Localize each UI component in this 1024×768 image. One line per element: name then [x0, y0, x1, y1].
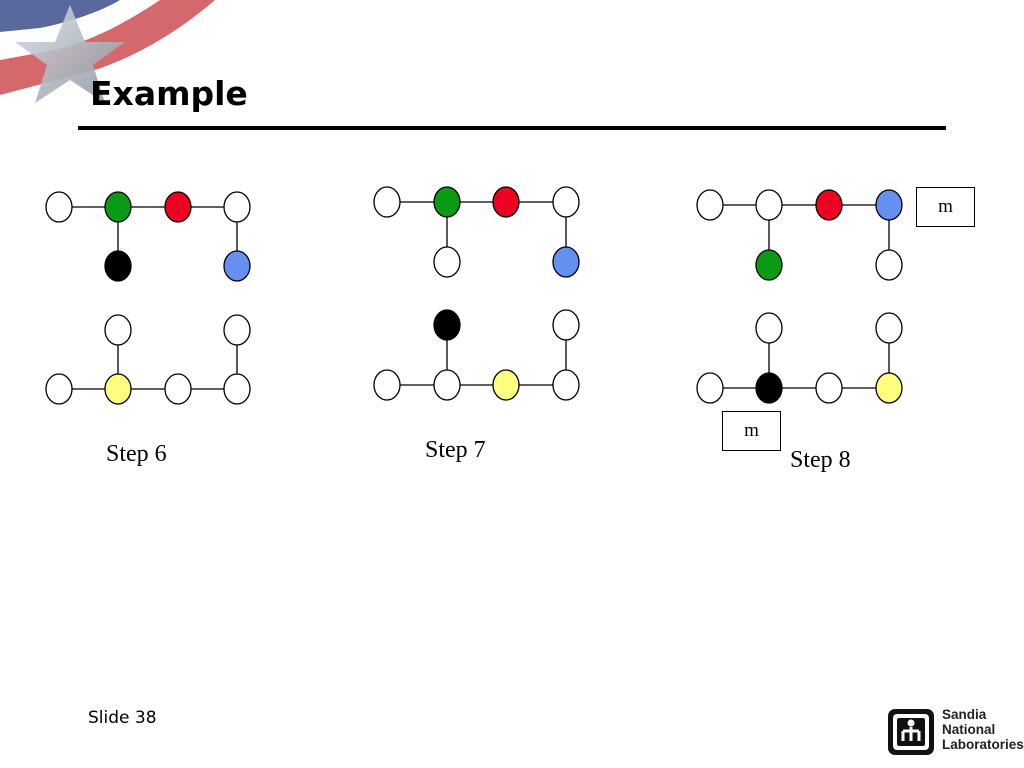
- node-step8-black: [755, 372, 783, 404]
- node-step8-white: [815, 372, 843, 404]
- node-step6-green: [104, 191, 132, 223]
- node-step8-white: [875, 312, 903, 344]
- node-step6-black: [104, 250, 132, 282]
- node-step7-red: [492, 186, 520, 218]
- node-step6-white: [223, 373, 251, 405]
- node-step8-white: [696, 189, 724, 221]
- logo-line-1: Sandia: [942, 707, 987, 722]
- node-step7-white: [433, 246, 461, 278]
- message-box-top: m: [916, 187, 975, 227]
- node-step7-white: [552, 186, 580, 218]
- node-step7-white: [373, 369, 401, 401]
- node-step8-red: [815, 189, 843, 221]
- flag-star-decoration: [0, 0, 215, 103]
- node-step7-white: [433, 369, 461, 401]
- logo-line-2: National: [942, 722, 996, 737]
- node-step7-blue: [552, 246, 580, 278]
- node-step6-white: [223, 191, 251, 223]
- node-step8-green: [755, 249, 783, 281]
- node-step7-white: [373, 186, 401, 218]
- node-step6-blue: [223, 250, 251, 282]
- step-6-label: Step 6: [106, 441, 167, 467]
- sandia-thunderbird-icon: [888, 709, 934, 755]
- node-step6-white: [45, 191, 73, 223]
- step-8-label: Step 8: [790, 447, 851, 473]
- node-step6-white: [104, 314, 132, 346]
- node-step8-yellow: [875, 372, 903, 404]
- node-step6-red: [164, 191, 192, 223]
- graph-diagrams: [45, 186, 903, 405]
- node-step7-white: [552, 369, 580, 401]
- node-step8-blue: [875, 189, 903, 221]
- node-step6-white: [45, 373, 73, 405]
- node-step7-green: [433, 186, 461, 218]
- node-step7-yellow: [492, 369, 520, 401]
- sandia-logo-text: Sandia National Laboratories: [942, 707, 1024, 752]
- node-step8-white: [875, 249, 903, 281]
- message-label: m: [938, 196, 953, 217]
- sandia-logo: Sandia National Laboratories: [886, 707, 1024, 759]
- node-step6-white: [164, 373, 192, 405]
- node-step8-white: [755, 312, 783, 344]
- slide-number: Slide 38: [88, 708, 157, 728]
- node-step8-white: [755, 189, 783, 221]
- message-box-bottom: m: [722, 411, 781, 451]
- logo-line-3: Laboratories: [942, 737, 1024, 752]
- step-7-label: Step 7: [425, 437, 486, 463]
- slide-title: Example: [90, 74, 248, 113]
- node-step8-white: [696, 372, 724, 404]
- node-step7-black: [433, 309, 461, 341]
- node-step6-yellow: [104, 373, 132, 405]
- node-step6-white: [223, 314, 251, 346]
- message-label: m: [744, 420, 759, 441]
- node-step7-white: [552, 309, 580, 341]
